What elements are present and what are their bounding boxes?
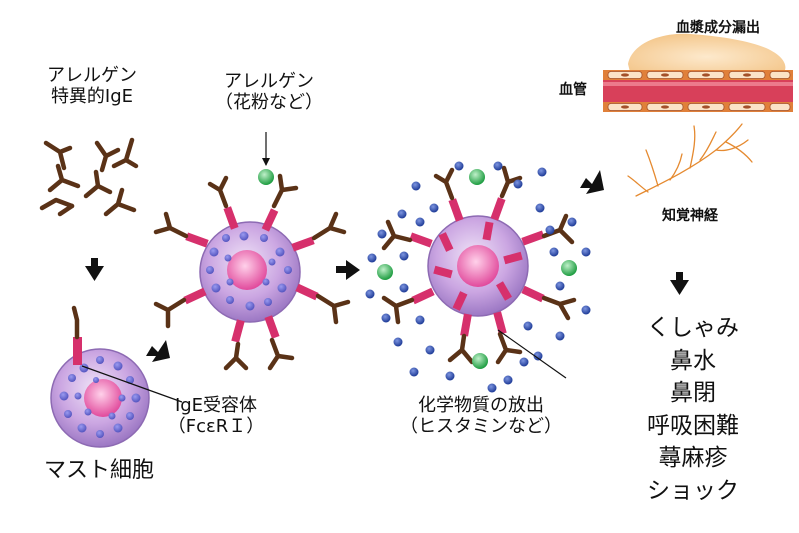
symptom-item: 蕁麻疹 [658,445,728,471]
arrow-down-icon [670,272,689,295]
label-line: 化学物質の放出 [418,395,544,416]
label-line: （FcεRＩ） [167,415,265,437]
arrow-right-icon [146,340,170,362]
released-chemicals [365,161,591,393]
symptom-item: ショック [647,477,739,504]
sensitized-mast-cell [153,173,351,371]
blood-vessel-icon [603,70,793,112]
allergen-particle-icon [258,169,274,185]
sensory-nerve-label: 知覚神経 [662,208,718,224]
receptor-pointer-line [81,365,183,403]
label-line: （花粉など） [215,91,323,113]
degranulating-mast-cell [377,165,577,369]
allergen-specific-ige-label: アレルゲン 特異的IgE [32,65,152,107]
symptom-item: 呼吸困難 [647,412,739,439]
antibody-icon [39,137,139,217]
label-line: アレルゲン [224,71,314,92]
blood-vessel-label: 血管 [559,82,587,98]
label-line: （ヒスタミンなど） [400,415,562,437]
allergen-pollen-label: アレルゲン （花粉など） [204,71,334,113]
arrow-right-icon [336,260,360,280]
release-pointer-line [497,329,567,379]
ige-receptor-label: IgE受容体 （FcεRＩ） [156,395,276,437]
arrow-down-icon [85,258,104,281]
mast-cell-icon [50,305,150,448]
symptom-list: くしゃみ 鼻水 鼻閉 呼吸困難 蕁麻疹 ショック [618,312,768,507]
arrow-right-icon [580,170,604,194]
symptom-item: 鼻閉 [670,380,716,406]
label-line: 特異的IgE [50,85,134,107]
sensory-nerve-icon [627,123,753,197]
mast-cell-label: マスト細胞 [44,458,155,483]
label-line: IgE受容体 [174,395,258,416]
plasma-leak-cloud [628,33,786,72]
symptom-item: くしゃみ [647,315,739,341]
chemical-release-label: 化学物質の放出 （ヒスタミンなど） [396,395,566,437]
label-line: アレルゲン [47,65,137,86]
plasma-leak-label: 血漿成分漏出 [676,20,760,36]
symptom-item: 鼻水 [670,347,716,374]
free-antibodies [39,137,139,217]
